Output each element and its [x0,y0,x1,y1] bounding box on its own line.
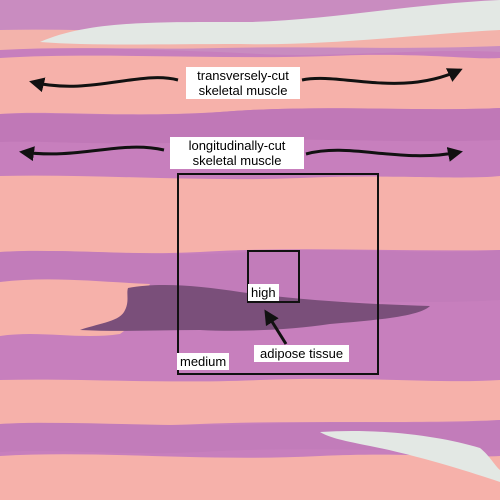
medium-magnification-box [177,173,379,375]
longitudinal-muscle-label: longitudinally-cut skeletal muscle [170,137,304,169]
longitudinal-label-line2: skeletal muscle [192,153,282,168]
medium-label: medium [177,353,230,370]
adipose-tissue-label: adipose tissue [254,345,350,362]
transverse-label-line2: skeletal muscle [198,83,288,98]
high-magnification-box [247,250,300,303]
longitudinal-label-line1: longitudinally-cut [188,138,286,153]
transverse-muscle-label: transversely-cut skeletal muscle [186,67,300,99]
high-label: high [248,284,279,301]
transverse-label-line1: transversely-cut [197,68,289,83]
